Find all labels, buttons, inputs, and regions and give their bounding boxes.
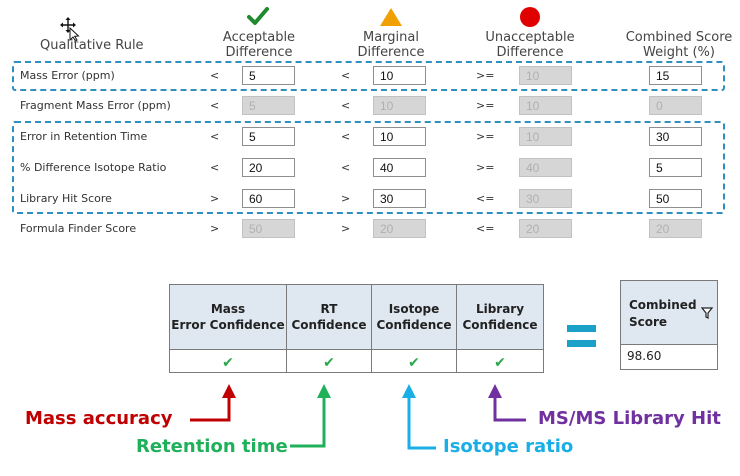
- acceptable-threshold-input[interactable]: [242, 158, 295, 177]
- isotope-confidence-cell: ✔: [371, 349, 457, 373]
- unacceptable-circle-icon: [520, 7, 540, 27]
- rule-label: % Difference Isotope Ratio: [20, 161, 167, 174]
- combined-score-title-line2: Score: [629, 315, 668, 329]
- rule-label: Formula Finder Score: [20, 222, 137, 235]
- combined-score-value: 98.60: [627, 349, 662, 363]
- header-acceptable-line1: Acceptable: [222, 30, 296, 45]
- header-marginal-line1: Marginal: [363, 30, 419, 45]
- operator-marginal: <: [341, 69, 351, 82]
- operator-acceptable: >: [210, 192, 220, 205]
- combined-score-title-line1: Combined: [629, 298, 697, 312]
- combined-weight-input[interactable]: [649, 127, 702, 146]
- rt-confidence-cell: ✔: [286, 349, 372, 373]
- check-icon: ✔: [408, 354, 420, 371]
- lib-arrow: [488, 384, 526, 422]
- label-mass-accuracy: Mass accuracy: [25, 408, 173, 429]
- operator-unacceptable: <=: [476, 192, 495, 205]
- combined-weight-input[interactable]: [649, 158, 702, 177]
- header-weight-line2: Weight (%): [643, 45, 715, 60]
- header-unacceptable: Unacceptable Difference: [466, 30, 594, 60]
- rt-arrow: [290, 384, 331, 448]
- acceptable-threshold-input[interactable]: [242, 66, 295, 85]
- unacceptable-threshold-input: [519, 158, 572, 177]
- label-isotope-ratio: Isotope ratio: [443, 436, 574, 457]
- operator-unacceptable: >=: [476, 69, 495, 82]
- marginal-threshold-input: [373, 96, 426, 115]
- combined-score-header[interactable]: Combined Score: [621, 281, 717, 345]
- acceptable-threshold-input[interactable]: [242, 127, 295, 146]
- operator-unacceptable: >=: [476, 99, 495, 112]
- acceptable-threshold-input: [242, 219, 295, 238]
- operator-marginal: <: [341, 161, 351, 174]
- highlight-mass-error: [12, 61, 725, 91]
- header-weight: Combined Score Weight (%): [618, 30, 740, 60]
- operator-unacceptable: >=: [476, 130, 495, 143]
- header-acceptable: Acceptable Difference: [200, 30, 318, 60]
- mass-arrow: [190, 384, 236, 422]
- operator-marginal: >: [341, 192, 351, 205]
- header-marginal-line2: Difference: [357, 45, 425, 60]
- header-acceptable-line2: Difference: [225, 45, 293, 60]
- operator-acceptable: <: [210, 130, 220, 143]
- operator-acceptable: <: [210, 161, 220, 174]
- header-unacceptable-line2: Difference: [496, 45, 564, 60]
- equals-sign-top: [567, 325, 596, 332]
- combined-weight-input[interactable]: [649, 189, 702, 208]
- acceptable-check-icon: [247, 7, 269, 25]
- combined-score-panel: Combined Score 98.60: [620, 280, 718, 370]
- check-icon: ✔: [494, 354, 506, 371]
- check-icon: ✔: [222, 354, 234, 371]
- library-confidence-cell: ✔: [456, 349, 544, 373]
- header-marginal: Marginal Difference: [331, 30, 451, 60]
- rule-label: Error in Retention Time: [20, 130, 148, 143]
- operator-marginal: <: [341, 99, 351, 112]
- acceptable-threshold-input[interactable]: [242, 189, 295, 208]
- unacceptable-threshold-input: [519, 96, 572, 115]
- marginal-threshold-input[interactable]: [373, 66, 426, 85]
- filter-icon[interactable]: [701, 307, 713, 319]
- marginal-threshold-input[interactable]: [373, 158, 426, 177]
- combined-weight-input[interactable]: [649, 66, 702, 85]
- operator-marginal: >: [341, 222, 351, 235]
- marginal-warning-icon: [380, 8, 402, 26]
- acceptable-threshold-input: [242, 96, 295, 115]
- label-library-hit: MS/MS Library Hit: [538, 408, 721, 429]
- marginal-threshold-input[interactable]: [373, 127, 426, 146]
- mass-confidence-cell: ✔: [169, 349, 287, 373]
- unacceptable-threshold-input: [519, 189, 572, 208]
- equals-sign-bottom: [567, 340, 596, 347]
- header-unacceptable-line1: Unacceptable: [485, 30, 575, 45]
- highlight-rt-isotope-library: [12, 121, 725, 214]
- operator-unacceptable: <=: [476, 222, 495, 235]
- marginal-threshold-input: [373, 219, 426, 238]
- move-cursor-icon: [60, 17, 80, 41]
- operator-unacceptable: >=: [476, 161, 495, 174]
- check-icon: ✔: [323, 354, 335, 371]
- unacceptable-threshold-input: [519, 66, 572, 85]
- operator-acceptable: <: [210, 69, 220, 82]
- combined-weight-input: [649, 96, 702, 115]
- marginal-threshold-input[interactable]: [373, 189, 426, 208]
- header-qualitative-rule: Qualitative Rule: [40, 38, 144, 53]
- unacceptable-threshold-input: [519, 127, 572, 146]
- operator-acceptable: >: [210, 222, 220, 235]
- label-retention-time: Retention time: [136, 436, 288, 457]
- unacceptable-threshold-input: [519, 219, 572, 238]
- header-weight-line1: Combined Score: [625, 30, 733, 45]
- rule-label: Library Hit Score: [20, 192, 112, 205]
- iso-arrow: [402, 384, 436, 450]
- combined-weight-input: [649, 219, 702, 238]
- operator-marginal: <: [341, 130, 351, 143]
- rule-label: Fragment Mass Error (ppm): [20, 99, 171, 112]
- operator-acceptable: <: [210, 99, 220, 112]
- rule-label: Mass Error (ppm): [20, 69, 115, 82]
